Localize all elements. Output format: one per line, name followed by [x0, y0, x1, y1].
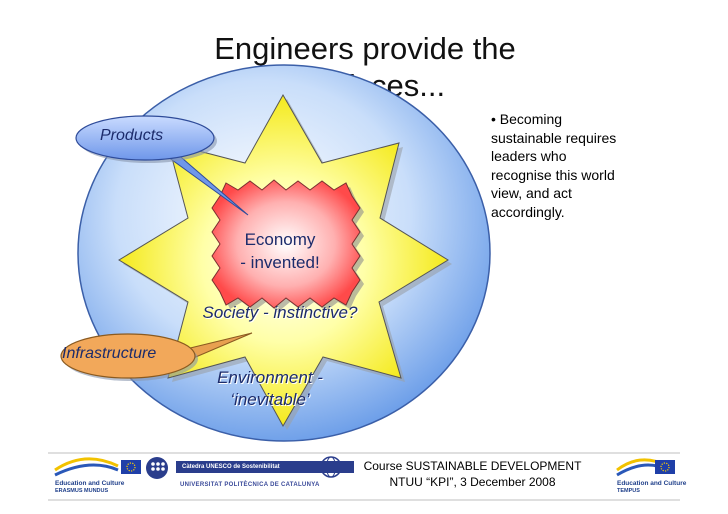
upc-logo-icon	[146, 457, 168, 479]
bullet-text: • Becoming sustainable requires leaders …	[491, 111, 617, 220]
environment-label-line1: Environment -	[217, 368, 323, 387]
economy-label-line1: Economy	[244, 230, 316, 249]
upc-name: UNIVERSITAT POLITÈCNICA DE CATALUNYA	[180, 482, 320, 488]
society-label: Society - instinctive?	[202, 303, 358, 322]
unesco-chair-label: Càtedra UNESCO de Sostenibilitat	[176, 461, 354, 473]
eu-flag-icon-right	[655, 460, 675, 474]
left-logo-program: ERASMUS MUNDUS	[55, 488, 109, 494]
right-logo-caption: Education and Culture	[617, 480, 687, 487]
course-line2: NTUU “KPI”, 3 December 2008	[389, 475, 556, 489]
economy-label-line2: - invented!	[240, 253, 320, 272]
eu-flag-icon	[121, 460, 141, 474]
education-swoosh-icon	[54, 457, 119, 477]
course-line1: Course SUSTAINABLE DEVELOPMENT	[363, 459, 582, 473]
infrastructure-label: Infrastructure	[62, 345, 157, 362]
right-logo-program: TEMPUS	[617, 488, 640, 494]
infrastructure-callout	[60, 332, 253, 381]
environment-label: Environment - ‘inevitable’	[190, 367, 350, 411]
economy-label: Economy - invented!	[205, 228, 355, 274]
products-callout	[75, 115, 249, 216]
course-info: Course SUSTAINABLE DEVELOPMENT NTUU “KPI…	[355, 458, 590, 490]
economy-burst	[211, 179, 361, 309]
products-label: Products	[100, 127, 164, 144]
environment-label-line2: ‘inevitable’	[230, 390, 310, 409]
left-logo-caption: Education and Culture	[55, 480, 125, 487]
